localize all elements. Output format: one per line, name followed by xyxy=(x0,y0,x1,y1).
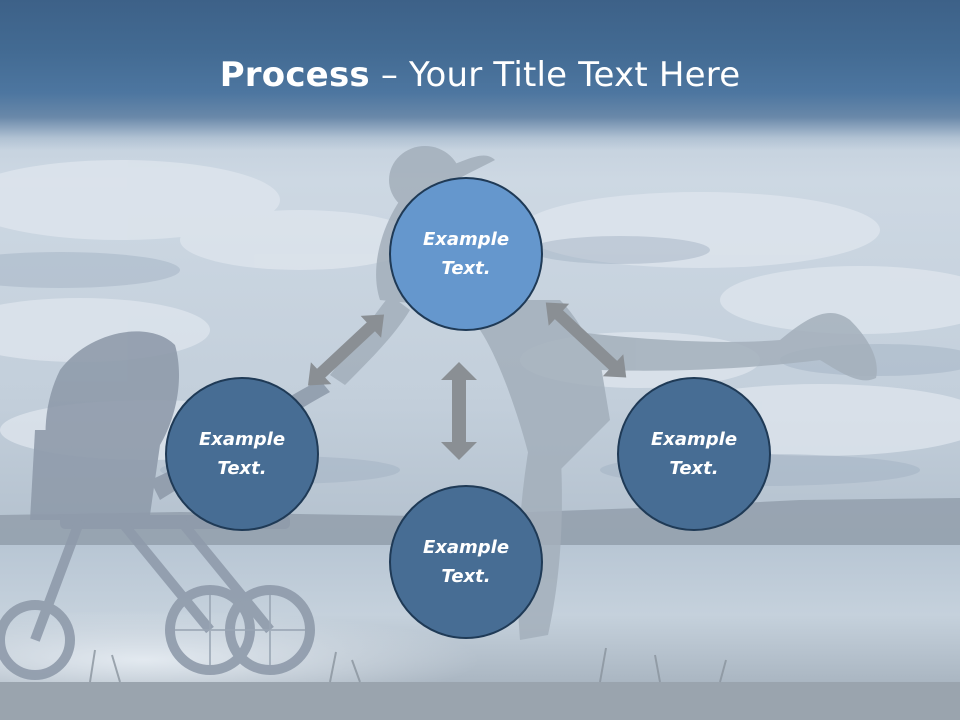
circle-text-line2: Text. xyxy=(441,258,491,279)
circle-text-line2: Text. xyxy=(441,566,491,587)
slide-title: Process – Your Title Text Here xyxy=(0,50,960,100)
circle-text-line1: Example xyxy=(422,537,510,558)
circle-text-line1: Example xyxy=(650,429,738,450)
circle-text-line2: Text. xyxy=(669,458,719,479)
process-circle-top[interactable]: Example Text. xyxy=(389,177,543,331)
process-circle-left[interactable]: Example Text. xyxy=(165,377,319,531)
title-band xyxy=(0,0,960,150)
process-circle-bottom[interactable]: Example Text. xyxy=(389,485,543,639)
process-circle-right[interactable]: Example Text. xyxy=(617,377,771,531)
circle-text-line2: Text. xyxy=(217,458,267,479)
title-text: – Your Title Text Here xyxy=(369,55,741,95)
circle-text-line1: Example xyxy=(198,429,286,450)
title-bold: Process xyxy=(219,55,370,95)
circle-text-line1: Example xyxy=(422,229,510,250)
